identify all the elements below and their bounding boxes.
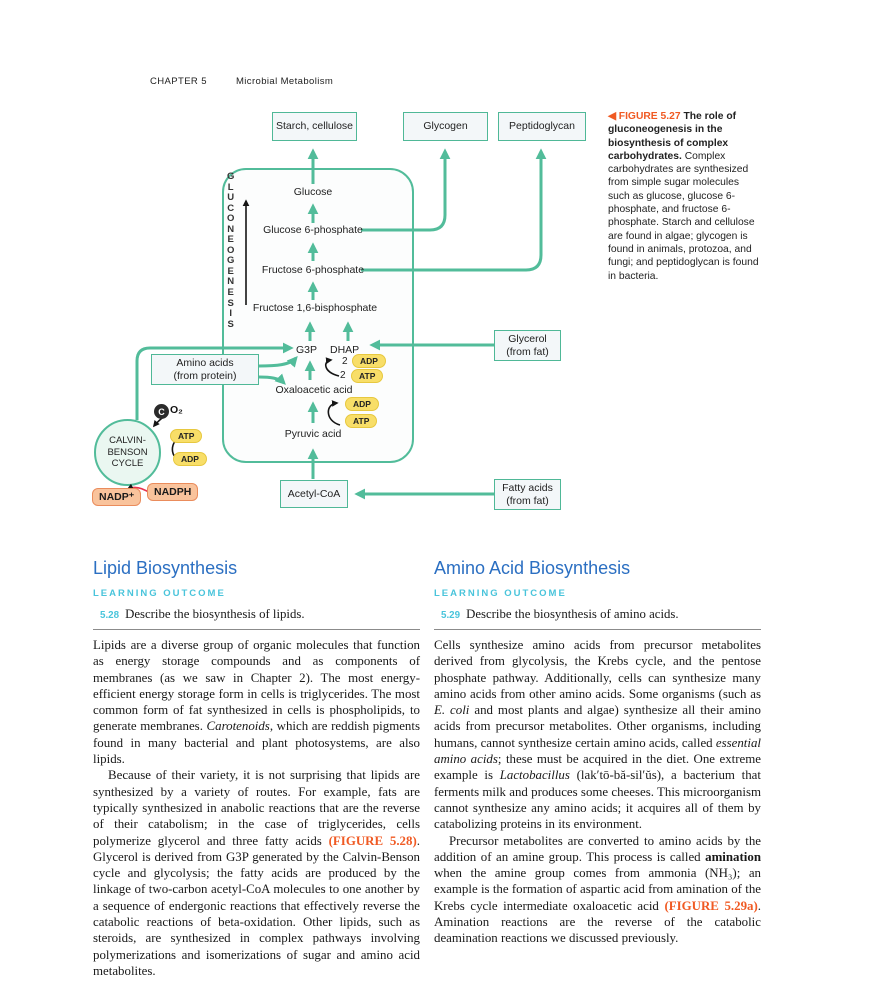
label-dhap: DHAP [330, 344, 360, 356]
atp-pill: ATP [170, 429, 203, 444]
carbon-atom-icon: C [154, 404, 169, 419]
paragraph: Precursor metabolites are converted to a… [434, 833, 761, 946]
adp-pill: ADP [173, 452, 207, 467]
section-lipid-biosynthesis: Lipid Biosynthesis LEARNING OUTCOME 5.28… [93, 558, 420, 979]
section-amino-acid-biosynthesis: Amino Acid Biosynthesis LEARNING OUTCOME… [434, 558, 761, 947]
paragraph: Cells synthesize amino acids from precur… [434, 638, 761, 832]
label-fructose-6-phosphate: Fructose 6-phosphate [261, 264, 365, 276]
label-glucose-6-phosphate: Glucose 6-phosphate [263, 224, 363, 236]
outcome-text: Describe the biosynthesis of lipids. [125, 607, 305, 621]
section-body: Cells synthesize amino acids from precur… [434, 637, 761, 947]
gluconeogenesis-pathway-box [222, 168, 414, 463]
outcome-number: 5.28 [100, 610, 120, 621]
box-glycerol-from-fat: Glycerol (from fat) [494, 330, 561, 361]
label-pyruvic-acid: Pyruvic acid [284, 428, 342, 440]
learning-outcome-item: 5.28 Describe the biosynthesis of lipids. [100, 607, 420, 622]
box-acetyl-coa: Acetyl-CoA [280, 480, 348, 508]
divider [93, 629, 420, 630]
outcome-number: 5.29 [441, 610, 461, 621]
label-g3p: G3P [296, 344, 318, 356]
atp-pill: ATP [351, 369, 384, 384]
paragraph: Because of their variety, it is not surp… [93, 768, 420, 978]
adp-pill: ADP [352, 354, 386, 369]
label-glucose: Glucose [293, 186, 333, 198]
calvin-benson-cycle: CALVIN- BENSON CYCLE [94, 419, 161, 486]
box-peptidoglycan: Peptidoglycan [498, 112, 586, 141]
label-fructose-16-bisphosphate: Fructose 1,6-bisphosphate [252, 302, 378, 314]
co2-label: O₂ [170, 404, 183, 416]
section-heading: Amino Acid Biosynthesis [434, 558, 631, 578]
section-heading: Lipid Biosynthesis [93, 558, 238, 578]
running-head: CHAPTER 5 Microbial Metabolism [150, 76, 333, 87]
figure-caption: ◀ FIGURE 5.27 The role of gluconeogenesi… [608, 111, 759, 282]
outcome-text: Describe the biosynthesis of amino acids… [466, 607, 679, 621]
chapter-title: Microbial Metabolism [235, 76, 334, 87]
box-starch-cellulose: Starch, cellulose [272, 112, 357, 141]
divider [434, 629, 761, 630]
box-amino-acids-from-protein: Amino acids (from protein) [151, 354, 259, 385]
learning-outcome-label: LEARNING OUTCOME [434, 588, 567, 599]
box-fatty-acids-from-fat: Fatty acids (from fat) [494, 479, 561, 510]
box-glycogen: Glycogen [403, 112, 488, 141]
coefficient-2: 2 [342, 356, 348, 367]
nadp-plus-box: NADP⁺ [92, 488, 142, 507]
section-body: Lipids are a diverse group of organic mo… [93, 637, 420, 979]
label-oxaloacetic-acid: Oxaloacetic acid [275, 384, 353, 396]
chapter-number: CHAPTER 5 [150, 76, 207, 87]
paragraph: Lipids are a diverse group of organic mo… [93, 638, 420, 767]
coefficient-2: 2 [340, 370, 346, 381]
adp-pill: ADP [345, 397, 379, 412]
learning-outcome-item: 5.29 Describe the biosynthesis of amino a… [441, 607, 761, 622]
co2-molecule: C O₂ [154, 404, 183, 419]
learning-outcome-label: LEARNING OUTCOME [93, 588, 226, 599]
nadph-box: NADPH [147, 483, 199, 502]
pathway-arrows [126, 148, 547, 500]
gluconeogenesis-vertical-label: G L U C O N E O G E N E S I S [227, 171, 235, 330]
atp-pill: ATP [345, 414, 378, 429]
